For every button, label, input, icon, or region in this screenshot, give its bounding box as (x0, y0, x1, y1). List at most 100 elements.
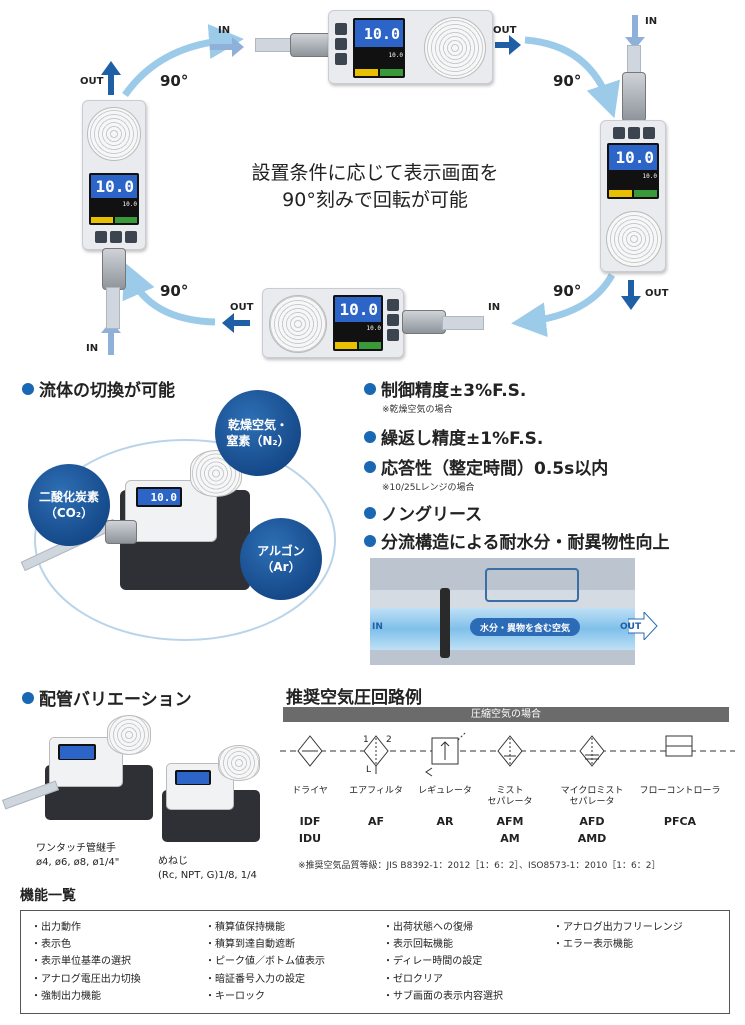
piping-onetouch-label: ワンタッチ管継手 ø4, ø6, ø8, ø1/4" (36, 842, 119, 870)
arrow-out-left (101, 61, 121, 95)
features-box: 出力動作 表示色 表示単位基準の選択 アナログ電圧出力切換 強制出力機能 積算値… (20, 910, 730, 1014)
code-idf: IDF (299, 815, 321, 828)
label-out-left: OUT (80, 76, 104, 87)
cross-section: 水分・異物を含む空気 (370, 558, 635, 665)
arrow-out-bottom (222, 313, 250, 333)
hose-bottom (442, 316, 484, 330)
piping-onetouch-screen (58, 744, 96, 760)
label-in-left: IN (86, 343, 99, 354)
feature-item: 表示回転機能 (383, 936, 503, 953)
device-bottom-indicators (335, 342, 381, 349)
device-bottom-buttons (387, 299, 399, 341)
fluid-title: 流体の切換が可能 (22, 376, 175, 401)
code-amd: AMD (577, 831, 607, 845)
feature-item: 積算値保持機能 (205, 919, 325, 936)
circuit-codes-mist-separator: AFM AM (475, 814, 545, 847)
device-top-screen: 10.0 10.0 (353, 18, 405, 78)
gas-argon: アルゴン （Ar） (240, 518, 322, 600)
spec-repeatability-bullet (364, 430, 376, 443)
device-bottom: 10.0 10.0 (262, 288, 404, 358)
spec-response-bullet (364, 460, 376, 473)
piping-title-bullet (22, 691, 34, 704)
fluid-title-bullet (22, 382, 34, 395)
circuit-name-micro-mist-separator: マイクロミスト セパレータ (560, 786, 624, 807)
gas-dry-air: 乾燥空気・ (227, 417, 288, 432)
rotation-heading-line1: 設置条件に応じて表示画面を (251, 162, 499, 184)
circuit-codes-micro-mist-separator: AFD AMD (557, 814, 627, 847)
cross-section-in: IN (372, 622, 383, 632)
feature-item: ゼロクリア (383, 971, 503, 988)
cross-section-out-arrow (628, 612, 658, 640)
label-out-right: OUT (645, 288, 669, 299)
circuit-name-regulator: レギュレータ (418, 786, 472, 796)
circuit-codes-dryer: IDF IDU (275, 814, 345, 847)
piping-onetouch-fan (107, 715, 151, 755)
circuit-band: 圧縮空気の場合 (283, 707, 729, 722)
device-top-indicators (355, 68, 403, 76)
code-af: AF (367, 815, 385, 828)
features-column-2: 積算値保持機能 積算到達自動遮断 ピーク値／ボトム値表示 暗証番号入力の設定 キ… (205, 919, 325, 1005)
spec-accuracy: 制御精度±3%F.S. (364, 376, 526, 401)
arrow-in-top (210, 37, 244, 57)
device-top-value: 10.0 (355, 20, 403, 47)
rotation-heading-line2: 90°刻みで回転が可能 (282, 189, 468, 211)
code-idu: IDU (298, 831, 322, 845)
features-column-3: 出荷状態への復帰 表示回転機能 ディレー時間の設定 ゼロクリア サブ画面の表示内… (383, 919, 503, 1005)
feature-item: アナログ電圧出力切換 (31, 971, 141, 988)
feature-item: キーロック (205, 988, 325, 1005)
symbol-flow-controller (665, 735, 693, 757)
piping-title: 配管バリエーション (22, 685, 192, 710)
arrow-out-top (495, 35, 521, 55)
device-right-value: 10.0 (609, 145, 657, 171)
device-top: 10.0 10.0 (328, 10, 493, 84)
features-title: 機能一覧 (20, 888, 76, 904)
connector-left (102, 248, 126, 290)
feature-item: 表示単位基準の選択 (31, 953, 141, 970)
piping-title-text: 配管バリエーション (39, 690, 192, 710)
device-bottom-screen: 10.0 10.0 (333, 295, 383, 351)
code-am: AM (500, 831, 520, 845)
label-in-bottom: IN (488, 302, 501, 313)
rotation-curve-bottom-right (511, 273, 616, 338)
circuit-codes-air-filter: AF (341, 814, 411, 831)
code-afd: AFD (579, 815, 605, 828)
circuit-name-mist-separator: ミスト セパレータ (487, 786, 533, 807)
spec-accuracy-note: ※乾燥空気の場合 (382, 405, 453, 415)
circuit-name-air-filter: エアフィルタ (349, 786, 403, 796)
device-left-value: 10.0 (91, 175, 137, 199)
connector-bottom (402, 310, 446, 334)
rotation-curve-top-right (524, 36, 620, 119)
symbol-mist-separator (497, 735, 523, 767)
connector-right (622, 72, 646, 122)
spec-diversion-text: 分流構造による耐水分・耐異物性向上 (381, 533, 670, 553)
spec-repeatability-text: 繰返し精度±1%F.S. (381, 429, 544, 449)
symbol-air-filter (363, 735, 389, 774)
fluid-product-value: 10.0 (138, 489, 180, 505)
gas-co2-name: 二酸化炭素 (38, 489, 99, 504)
spec-nongrease-bullet (364, 506, 376, 519)
piping-thread-screen-fill (177, 772, 209, 784)
device-bottom-fan (269, 295, 327, 353)
cross-section-flow-label: 水分・異物を含む空気 (470, 618, 580, 636)
label-in-top: IN (218, 25, 231, 36)
hose-left (106, 287, 120, 329)
piping-thread-sizes: (Rc, NPT, G)1/8, 1/4 (158, 870, 257, 881)
fluid-product-screen: 10.0 (136, 487, 182, 507)
device-left-screen: 10.0 10.0 (89, 173, 139, 225)
spec-nongrease-text: ノングリース (381, 505, 483, 525)
device-bottom-value: 10.0 (335, 297, 381, 323)
circuit-footnote: ※推奨空気品質等級：JIS B8392-1：2012［1：6：2］、ISO857… (298, 861, 661, 871)
device-top-sub: 10.0 (388, 52, 403, 59)
device-left-sub: 10.0 (122, 201, 137, 208)
circuit-name-dryer: ドライヤ (292, 786, 328, 796)
spec-response-note: ※10/25Lレンジの場合 (382, 483, 475, 493)
piping-onetouch-sizes: ø4, ø6, ø8, ø1/4" (36, 857, 120, 868)
gas-ar-name: アルゴン (257, 543, 305, 558)
spec-repeatability: 繰返し精度±1%F.S. (364, 424, 543, 449)
circuit-port-l: L (366, 765, 372, 775)
cross-section-oring (440, 588, 450, 658)
feature-item: ピーク値／ボトム値表示 (205, 953, 325, 970)
feature-item: 出力動作 (31, 919, 141, 936)
spec-nongrease: ノングリース (364, 500, 482, 525)
spec-response: 応答性（整定時間）0.5s以内 (364, 454, 608, 479)
